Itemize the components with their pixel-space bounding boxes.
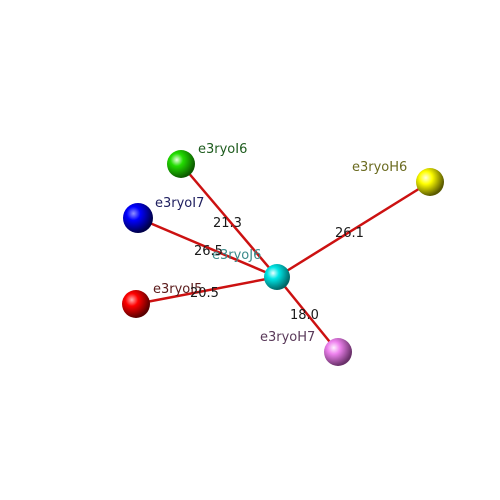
distance-e3ryoH7: 18.0 [290, 308, 319, 323]
bond-e3ryoI7 [137, 216, 278, 279]
bond-e3ryoI6 [180, 163, 278, 278]
sphere-e3ryoH7[interactable] [324, 338, 352, 366]
distance-e3ryoI5: 20.5 [190, 286, 219, 301]
bond-e3ryoI5 [135, 275, 278, 306]
label-e3ryoH7: e3ryoH7 [260, 330, 315, 345]
label-e3ryoJ6: e3ryoJ6 [212, 248, 261, 263]
bond-e3ryoH6 [276, 180, 431, 279]
label-e3ryoH6: e3ryoH6 [352, 160, 407, 175]
label-e3ryoI6: e3ryoI6 [198, 142, 247, 157]
label-e3ryoI7: e3ryoI7 [155, 196, 204, 211]
distance-e3ryoH6: 26.1 [335, 226, 364, 241]
sphere-e3ryoI6[interactable] [167, 150, 195, 178]
sphere-e3ryoH6[interactable] [416, 168, 444, 196]
sphere-e3ryoI5[interactable] [122, 290, 150, 318]
label-e3ryoI5: e3ryoI5 [153, 282, 202, 297]
sphere-e3ryoI7[interactable] [123, 203, 153, 233]
bond-e3ryoH7 [276, 276, 339, 353]
bonds [135, 163, 431, 353]
sphere-e3ryoJ6[interactable] [264, 264, 290, 290]
distance-e3ryoI6: 21.3 [213, 216, 242, 231]
distance-e3ryoI7: 26.5 [194, 244, 223, 259]
